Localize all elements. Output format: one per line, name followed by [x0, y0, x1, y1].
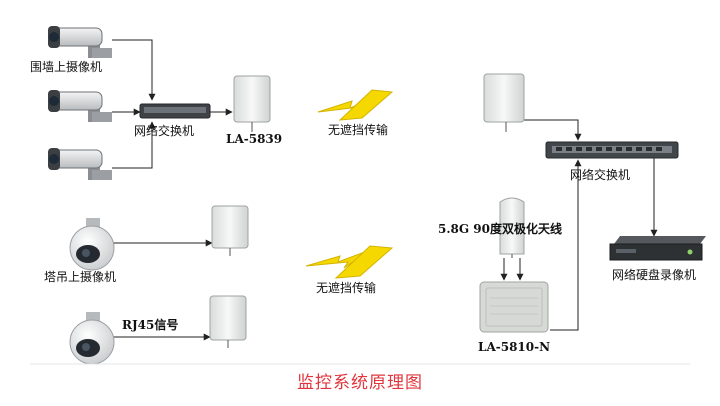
la5839-label: LA-5839 — [226, 132, 283, 146]
nvr-label: 网络硬盘录像机 — [612, 268, 697, 282]
rj45-label: RJ45信号 — [122, 318, 179, 332]
panel-antenna-icon — [209, 295, 247, 348]
panel-antenna-icon — [483, 73, 525, 132]
panel-antenna-icon — [211, 205, 249, 256]
network-switch-icon — [139, 103, 211, 119]
right-switch-label: 网络交换机 — [570, 168, 631, 182]
camera-icon — [48, 26, 112, 58]
panel-antenna-icon — [233, 75, 271, 132]
tower-crane-camera-label: 塔吊上摄像机 — [44, 270, 117, 284]
wall-cameras-label: 围墙上摄像机 — [30, 60, 103, 74]
sector-antenna-icon — [499, 197, 525, 258]
camera-icon — [48, 148, 112, 180]
camera-icon — [48, 90, 112, 122]
network-switch-icon — [545, 141, 679, 159]
connection-lines — [112, 39, 658, 341]
transmission-bottom-label: 无遮挡传输 — [316, 281, 377, 295]
la5810n-label: LA-5810-N — [478, 340, 551, 354]
radio-unit-icon — [479, 281, 549, 333]
ptz-dome-camera-icon — [69, 218, 115, 271]
lightning-bolt-icon — [305, 245, 394, 279]
left-switch-label: 网络交换机 — [134, 124, 195, 138]
dual-antenna-label: 5.8G 90度双极化天线 — [438, 222, 563, 236]
lightning-bolt-icon — [317, 89, 394, 121]
ptz-dome-camera-icon — [69, 312, 115, 365]
nvr-recorder-icon — [609, 236, 706, 261]
diagram-title: 监控系统原理图 — [297, 373, 423, 393]
transmission-top-label: 无遮挡传输 — [328, 123, 389, 137]
